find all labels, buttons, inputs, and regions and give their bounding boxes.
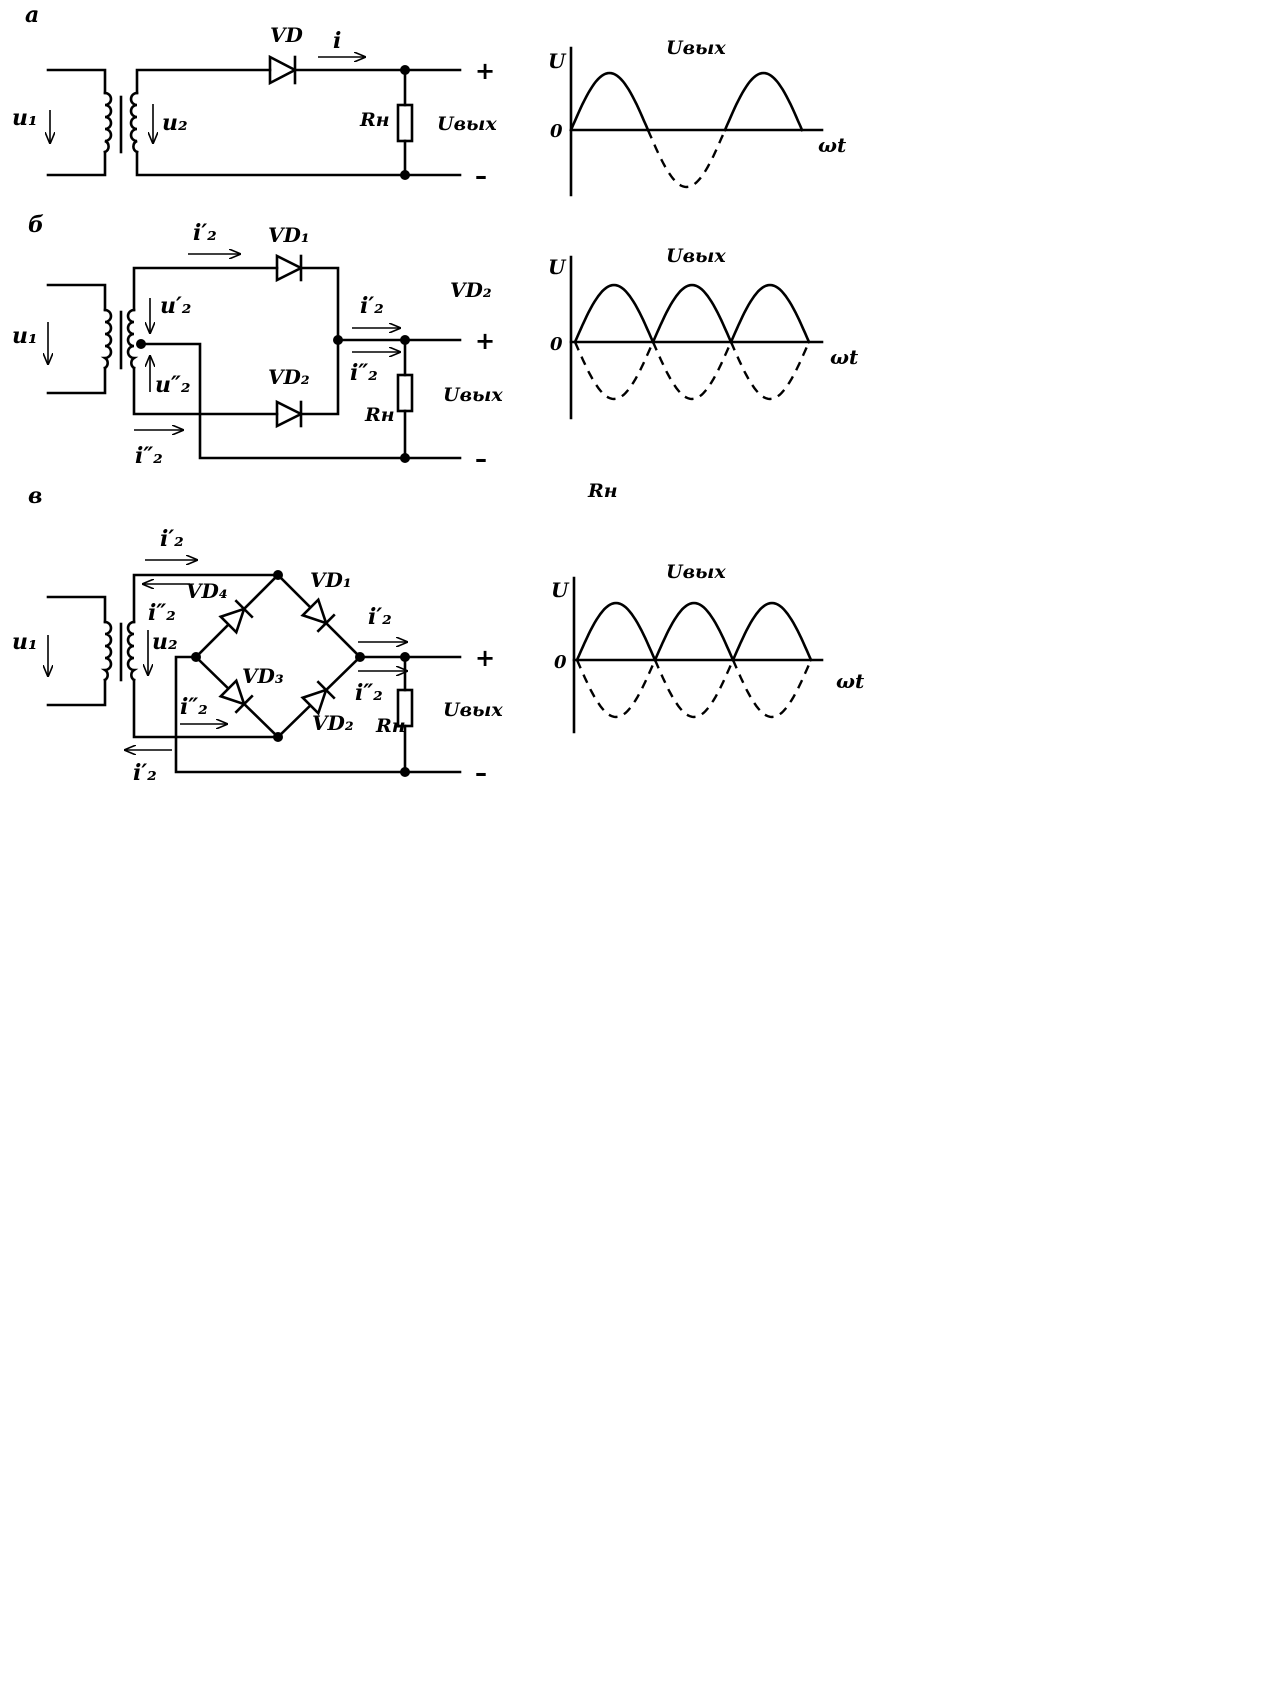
label-rn: Rн	[375, 715, 406, 737]
label-uout: Uвых	[443, 699, 503, 721]
diode-vd2	[300, 680, 336, 716]
diode-vd	[268, 54, 298, 86]
primary-winding	[100, 620, 113, 682]
axis-u: U	[548, 49, 567, 73]
label-i2-double-prime-right: i″₂	[350, 360, 378, 386]
panel-b: б	[12, 212, 859, 473]
label-u2: u₂	[162, 110, 188, 136]
label-u2-prime: u′₂	[160, 293, 191, 319]
load-resistor	[396, 373, 414, 413]
graph-c: U 0 ωt Uвых	[551, 561, 865, 734]
label-u1: u₁	[12, 629, 38, 655]
diode-vd1	[300, 597, 336, 633]
terminal-minus: –	[475, 445, 487, 473]
label-i2-prime-right: i′₂	[360, 293, 384, 319]
panel-c: в	[12, 483, 865, 787]
label-vd1: VD₁	[310, 568, 352, 592]
terminal-plus: +	[475, 57, 495, 85]
primary-winding	[103, 91, 113, 154]
axis-u: U	[548, 255, 567, 279]
label-i2-double-prime-left: i″₂	[148, 600, 176, 626]
label-i2-prime-bottom: i′₂	[133, 760, 157, 786]
suppressed-half-wave	[646, 129, 727, 189]
full-wave-output	[573, 283, 811, 344]
panel-letter-c: в	[28, 483, 42, 509]
half-wave-output	[569, 71, 804, 132]
label-rn: Rн	[359, 109, 390, 131]
label-i2-prime-top: i′₂	[160, 526, 184, 552]
label-u1: u₁	[12, 105, 38, 131]
label-i2-double-prime-bottom: i″₂	[135, 443, 163, 469]
terminal-minus: –	[475, 759, 487, 787]
secondary-winding	[126, 308, 139, 370]
axis-wt: ωt	[830, 345, 859, 369]
axis-u: U	[551, 578, 570, 602]
panel-letter-a: а	[25, 2, 39, 28]
graph-a: U 0 ωt Uвых	[548, 37, 847, 197]
terminal-plus: +	[475, 644, 495, 672]
label-i: i	[333, 28, 341, 54]
label-i2-prime-top: i′₂	[193, 220, 217, 246]
axis-wt: ωt	[836, 669, 865, 693]
axis-zero: 0	[550, 121, 563, 142]
label-vd2: VD₂	[312, 711, 354, 735]
graph-title: Uвых	[666, 245, 726, 267]
label-i2-prime-right: i′₂	[368, 604, 392, 630]
secondary-winding	[126, 620, 139, 682]
diode-vd1	[275, 253, 304, 283]
graph-title: Uвых	[666, 561, 726, 583]
label-vd2-side: VD₂	[450, 278, 492, 302]
load-resistor	[396, 103, 414, 143]
axis-wt: ωt	[818, 133, 847, 157]
terminal-plus: +	[475, 327, 495, 355]
diode-vd3	[218, 678, 254, 714]
label-u2-double-prime: u″₂	[155, 372, 190, 398]
terminal-minus: –	[475, 162, 487, 190]
graph-b: U 0 ωt Uвых	[548, 245, 859, 420]
label-vd1: VD₁	[268, 223, 310, 247]
axis-zero: 0	[550, 334, 563, 355]
label-vd2: VD₂	[268, 365, 310, 389]
diode-vd4	[218, 599, 254, 635]
full-wave-output	[575, 601, 813, 662]
panel-letter-b: б	[28, 212, 44, 238]
rectified-half-waves	[575, 659, 813, 719]
stray-label-rn: Rн	[587, 480, 618, 502]
rectified-half-waves	[573, 341, 811, 401]
label-uout: Uвых	[443, 384, 503, 406]
primary-winding	[100, 308, 113, 370]
label-i2-double-prime-mid: i″₂	[180, 694, 208, 720]
diode-vd2	[275, 399, 304, 429]
label-uout: Uвых	[437, 113, 497, 135]
label-rn: Rн	[364, 404, 395, 426]
label-u1: u₁	[12, 323, 38, 349]
label-vd3: VD₃	[242, 664, 284, 688]
label-vd4: VD₄	[186, 579, 228, 603]
panel-a: а u₁ u₂ VD i Rн Uвых + –	[12, 2, 847, 197]
label-i2-double-prime-right: i″₂	[355, 680, 383, 706]
label-u2: u₂	[152, 629, 178, 655]
axis-zero: 0	[554, 652, 567, 673]
secondary-winding	[129, 91, 139, 154]
graph-title: Uвых	[666, 37, 726, 59]
label-vd: VD	[270, 23, 304, 47]
